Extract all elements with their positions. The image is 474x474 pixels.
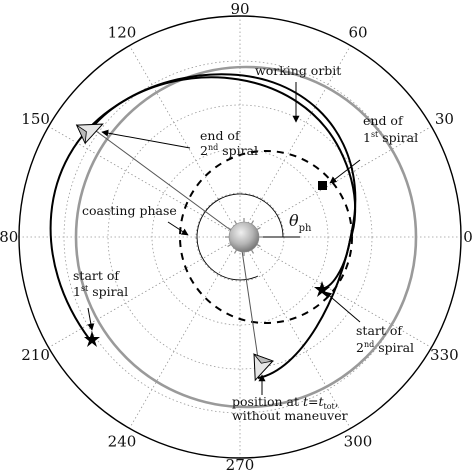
grid-spoke xyxy=(48,236,241,348)
label-working-orbit: working orbit xyxy=(255,63,341,78)
working-orbit-circle xyxy=(74,65,418,409)
second-spiral-path xyxy=(89,73,357,379)
label-start-first-a: start of xyxy=(73,268,120,283)
sun-ray xyxy=(233,249,238,254)
label-start-second-b: 2nd spiral xyxy=(356,340,414,355)
label-position-a: position at t=ttot, xyxy=(232,394,339,411)
grid-spoke xyxy=(48,126,241,238)
tick-label: 120 xyxy=(108,24,137,42)
grid-spoke xyxy=(239,45,351,238)
arrow-start-1st xyxy=(87,307,95,331)
sun-ray xyxy=(233,220,238,225)
start-of-second-spiral-star xyxy=(314,281,330,297)
tick-label: 270 xyxy=(226,456,255,474)
sun-ray xyxy=(227,243,232,248)
label-position-b: without maneuver xyxy=(232,408,348,423)
label-theta: θph xyxy=(289,211,312,234)
grid-spoke xyxy=(239,236,351,429)
start-of-first-spiral-star xyxy=(84,331,100,347)
radius-line-end-2nd xyxy=(91,127,241,238)
radius-line-position xyxy=(239,236,261,373)
tick-label: 330 xyxy=(430,346,459,364)
arrow-end-2nd xyxy=(101,129,191,149)
sun-ray xyxy=(256,226,261,231)
end-of-first-spiral-marker xyxy=(318,181,327,190)
grid-spoke xyxy=(239,126,432,238)
grid-spoke xyxy=(129,45,241,238)
tick-label: 180 xyxy=(0,228,18,246)
theta-angle-arc xyxy=(196,193,284,281)
label-start-first-b: 1st spiral xyxy=(73,284,128,299)
label-end-first-b: 1st spiral xyxy=(363,130,418,145)
tick-label: 210 xyxy=(21,346,50,364)
sun-ray xyxy=(250,220,255,225)
grid-spoke xyxy=(129,236,241,429)
arrow-coasting xyxy=(167,221,189,236)
label-end-second-a: end of xyxy=(200,128,241,143)
tick-label: 30 xyxy=(435,110,454,128)
sun-body xyxy=(225,218,263,256)
sun-ray xyxy=(227,226,232,231)
tick-label: 240 xyxy=(108,432,137,450)
label-end-second-b: 2nd spiral xyxy=(200,143,258,158)
spacecraft-end-2nd-icon xyxy=(75,123,104,145)
arrow-start-2nd xyxy=(324,291,361,323)
tick-label: 0 xyxy=(463,228,473,246)
tick-label: 300 xyxy=(344,432,373,450)
sun-ray xyxy=(256,243,261,248)
tick-label: 90 xyxy=(230,0,249,18)
outer-boundary xyxy=(18,15,462,459)
sun-ray xyxy=(250,249,255,254)
tick-label: 150 xyxy=(21,110,50,128)
grid-spoke xyxy=(239,236,432,348)
spacecraft-position-icon xyxy=(252,353,275,382)
arrow-end-1st xyxy=(329,159,361,184)
label-start-second-a: start of xyxy=(356,323,403,338)
label-coasting-phase: coasting phase xyxy=(82,203,177,218)
label-end-first-a: end of xyxy=(363,113,404,128)
tick-label: 60 xyxy=(348,24,367,42)
